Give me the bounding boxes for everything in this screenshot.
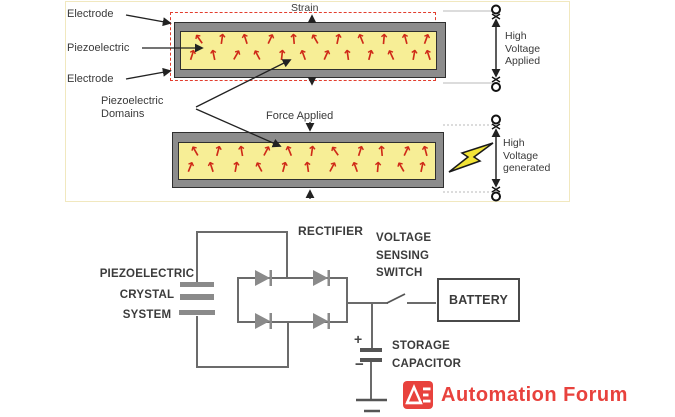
piezo-domains-line1: Piezoelectric	[101, 95, 164, 107]
force-applied-label: Force Applied	[266, 110, 334, 122]
rectifier-label: RECTIFIER	[298, 224, 364, 238]
crystal-symbol	[179, 282, 215, 315]
storage-line2: CAPACITOR	[392, 358, 462, 370]
piezo-crystal-system-label: PIEZOELECTRIC CRYSTAL SYSTEM	[99, 264, 195, 326]
ae-monogram-icon	[403, 381, 433, 409]
hv-generated-line3: generated	[503, 162, 551, 174]
piezo-bar-strained: ↑↑↑↑↑↑↑↑↑↑↑↑↑↑↑↑↑↑↑↑↑↑↑	[174, 22, 446, 78]
terminal-circle	[491, 4, 501, 15]
ground-symbol	[356, 398, 387, 413]
diode-icon	[255, 270, 270, 286]
domains-arrow-lower	[195, 108, 282, 148]
wire-bottom-loop	[196, 316, 289, 368]
diode-cathode-bar	[327, 313, 330, 329]
strain-label: Strain	[291, 2, 319, 14]
diode-icon	[313, 313, 328, 329]
source-line1: PIEZOELECTRIC	[99, 268, 195, 280]
circuit-wires	[196, 231, 436, 399]
electrode-top-arrow	[125, 14, 172, 27]
electrode-bottom-label: Electrode	[67, 73, 114, 85]
hv-applied-line2: Voltage	[505, 42, 541, 55]
storage-capacitor-label: STORAGE CAPACITOR	[392, 337, 461, 373]
capacitor-symbol	[360, 348, 382, 362]
wire-top-loop	[196, 231, 288, 283]
hv-generated-line1: High	[503, 137, 525, 149]
hv-applied-terminals	[443, 4, 501, 92]
electrode-top-label: Electrode	[67, 8, 114, 20]
capacitor-plus-sign: +	[354, 331, 363, 347]
diode-cathode-bar	[327, 270, 330, 286]
terminal-circle	[491, 191, 501, 202]
vss-line1: VOLTAGE	[376, 232, 432, 244]
switch-blade	[386, 293, 406, 304]
source-line2: CRYSTAL	[119, 288, 175, 301]
hv-applied-line3: Applied	[505, 55, 541, 67]
high-voltage-applied-label: High Voltage Applied	[505, 30, 540, 68]
diode-cathode-bar	[269, 313, 272, 329]
piezo-domains-label: Piezoelectric Domains	[101, 95, 163, 120]
hv-applied-line1: High	[505, 30, 527, 42]
hv-generated-terminals	[443, 114, 501, 202]
piezo-effect-panel-frame	[65, 1, 570, 202]
piezo-domains-line2: Domains	[101, 107, 145, 120]
terminal-circle	[491, 82, 501, 92]
automation-forum-logo: Automation Forum	[403, 381, 628, 409]
vss-line3: SWITCH	[376, 267, 423, 279]
electrode-bottom-arrow	[125, 67, 172, 80]
source-line3: SYSTEM	[122, 309, 172, 321]
battery-box: BATTERY	[437, 278, 520, 322]
domains-arrow-upper	[195, 59, 292, 108]
diode-icon	[255, 313, 270, 329]
terminal-circle	[491, 114, 501, 125]
brand-name: Automation Forum	[441, 383, 628, 406]
vss-line2: SENSING	[376, 249, 430, 262]
leader-arrows	[125, 14, 292, 148]
rectifier-bridge-box	[237, 277, 348, 323]
piezo-bar-compressed: ↑↑↑↑↑↑↑↑↑↑↑↑↑↑↑↑↑↑↑↑↑↑	[172, 132, 444, 188]
hv-generated-line2: Voltage	[503, 149, 539, 162]
rectifier-diodes	[255, 270, 330, 329]
voltage-sensing-switch-label: VOLTAGE SENSING SWITCH	[376, 230, 431, 283]
diode-icon	[313, 270, 328, 286]
high-voltage-generated-label: High Voltage generated	[503, 137, 550, 175]
piezoelectric-label: Piezoelectric	[67, 42, 130, 54]
storage-line1: STORAGE	[392, 340, 451, 352]
battery-label: BATTERY	[448, 293, 509, 307]
lightning-bolt-icon	[448, 142, 494, 173]
diode-cathode-bar	[269, 270, 272, 286]
capacitor-minus-sign: −	[355, 356, 364, 373]
